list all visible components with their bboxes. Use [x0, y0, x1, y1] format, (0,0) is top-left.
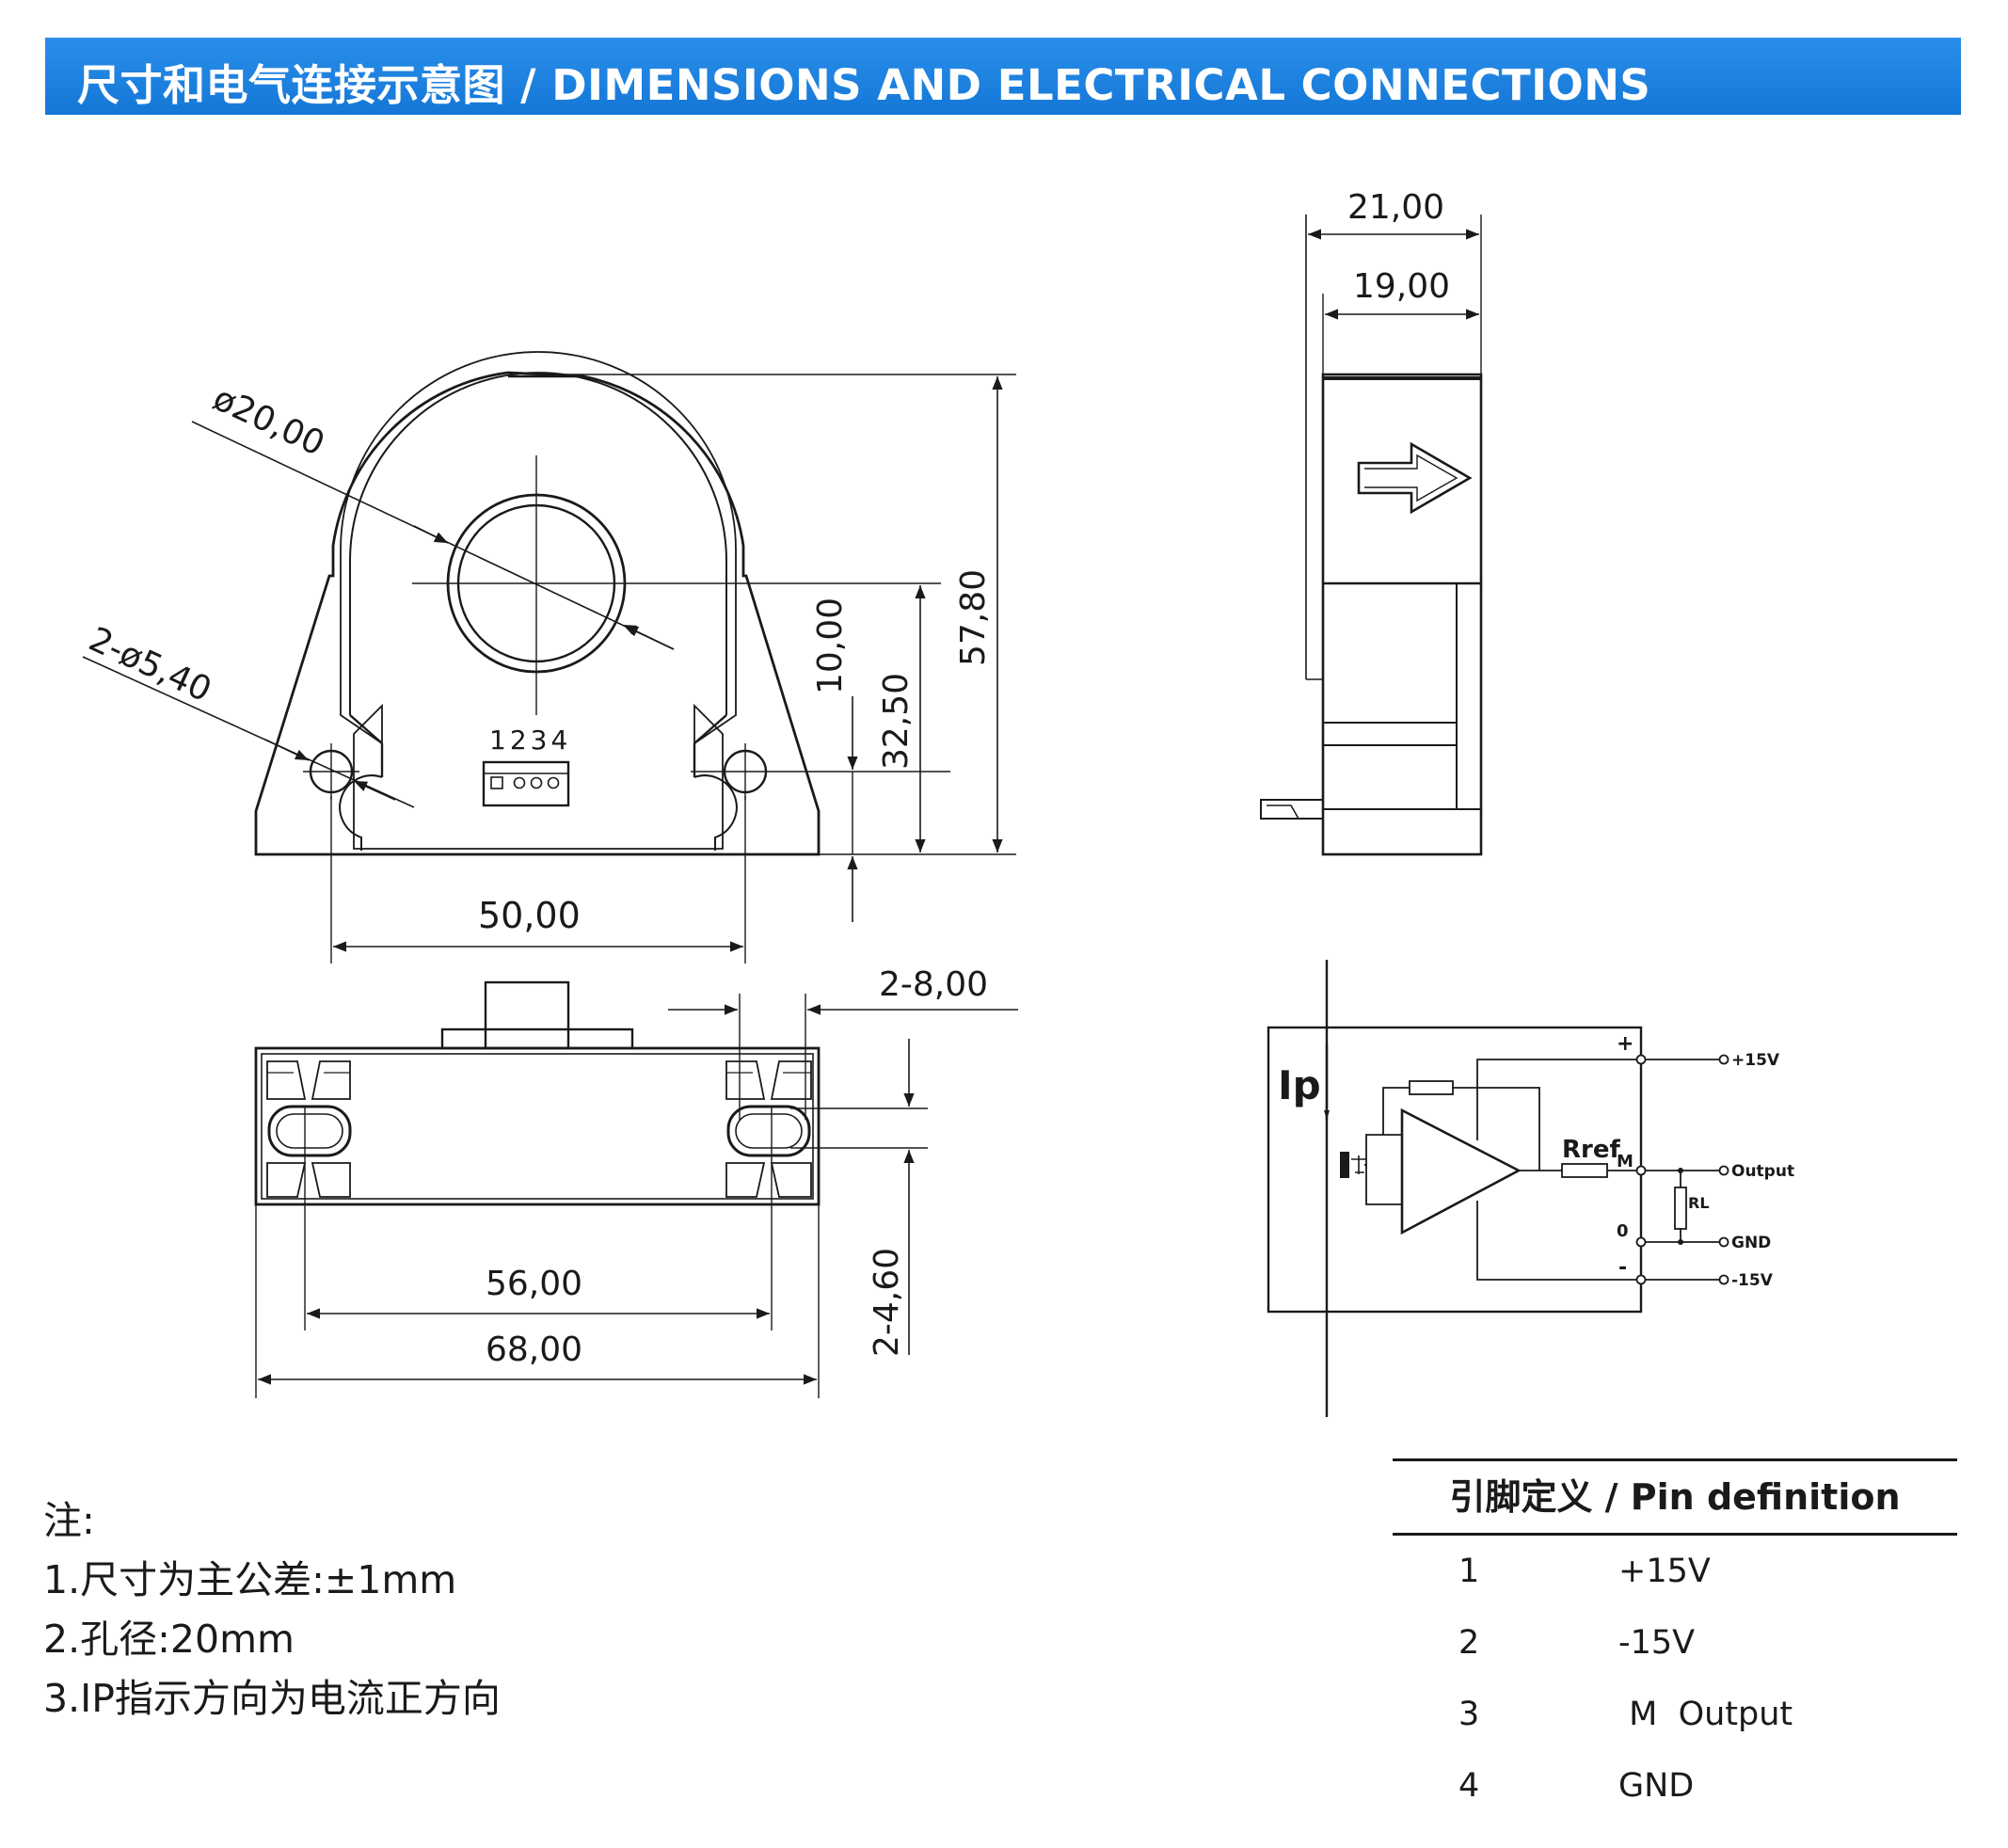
pin-connector: [482, 760, 570, 807]
notes: 注: 1.尺寸为主公差:±1mm 2.孔径:20mm 3.IP指示方向为电流正方…: [43, 1491, 501, 1729]
node-zero: 0: [1617, 1221, 1629, 1241]
bottom-view-labels: 2-8,00 2-4,60 56,00 68,00: [486, 965, 988, 1369]
dim-slot-height: 2-4,60: [868, 1248, 906, 1357]
table-rule: [1393, 1458, 1957, 1461]
note-item: 3.IP指示方向为电流正方向: [43, 1676, 501, 1721]
bottom-body: [254, 1046, 821, 1206]
notes-title: 注:: [43, 1498, 95, 1543]
terminal-output: Output: [1731, 1162, 1794, 1181]
circuit-labels: Ip Rref RL + M 0 - +15V Output GND -15V: [1278, 1032, 1794, 1290]
dim-hole-height: 32,50: [877, 673, 916, 770]
dim-total-height: 57,80: [954, 569, 993, 666]
table-row: 4 GND: [1393, 1750, 1957, 1822]
dim-hole-diameter: ø20,00: [207, 379, 330, 464]
table-row: 2 -15V: [1393, 1607, 1957, 1679]
node-minus: -: [1618, 1256, 1627, 1280]
current-direction-arrow: [1357, 441, 1473, 515]
table-rule: [1393, 1533, 1957, 1536]
dim-center-height: 10,00: [811, 597, 850, 694]
pin-number: 4: [1458, 1767, 1480, 1805]
pin-number: 3: [1458, 1696, 1480, 1733]
node-m: M: [1617, 1152, 1633, 1171]
note-item: 1.尺寸为主公差:±1mm: [43, 1557, 457, 1602]
front-inner-outline: [340, 351, 737, 850]
slot-left: [266, 1060, 352, 1198]
terminal-gnd: GND: [1731, 1234, 1771, 1252]
front-view-labels: ø20,00 2-ø5,40 1234 10,00 32,50 57,80 50…: [83, 379, 993, 936]
terminal-minus15v: -15V: [1731, 1271, 1774, 1290]
terminal-plus15v: +15V: [1731, 1051, 1780, 1070]
dim-total-width: 68,00: [486, 1330, 582, 1369]
table-row: 3 M Output: [1393, 1679, 1957, 1750]
front-view: [82, 351, 1016, 964]
dim-mount-spacing: 50,00: [478, 895, 581, 936]
side-view: [1260, 215, 1483, 856]
side-body: [1321, 373, 1483, 856]
pin-number: 1: [1458, 1553, 1480, 1590]
page-title: 尺寸和电气连接示意图 / DIMENSIONS AND ELECTRICAL C…: [77, 60, 1651, 110]
side-view-labels: 21,00 19,00: [1347, 188, 1450, 306]
dim-body-depth: 19,00: [1353, 267, 1450, 306]
rref-label: Rref: [1562, 1136, 1620, 1164]
pin-numbers: 1234: [489, 725, 571, 756]
table-row: 1 +15V: [1393, 1536, 1957, 1607]
node-plus: +: [1617, 1032, 1633, 1056]
dim-mount-holes: 2-ø5,40: [83, 620, 216, 710]
header-banner: 尺寸和电气连接示意图 / DIMENSIONS AND ELECTRICAL C…: [45, 38, 1961, 115]
pin-table-title: 引脚定义 / Pin definition: [1449, 1476, 1901, 1518]
rl-label: RL: [1688, 1194, 1710, 1212]
pin-number: 2: [1458, 1624, 1480, 1662]
dim-slot-width: 2-8,00: [879, 965, 988, 1004]
pin-function: -15V: [1618, 1624, 1696, 1662]
note-item: 2.孔径:20mm: [43, 1617, 295, 1662]
pin-function: GND: [1618, 1767, 1695, 1805]
dim-slot-spacing: 56,00: [486, 1265, 582, 1303]
circuit-box: [1267, 1026, 1643, 1314]
pin-definition-table: 引脚定义 / Pin definition 1 +15V 2 -15V 3 M …: [1393, 1458, 1957, 1822]
circuit-diagram: [1267, 960, 1729, 1417]
dim-total-depth: 21,00: [1347, 188, 1444, 227]
bottom-view: [254, 980, 1018, 1398]
op-amp: [1400, 1107, 1522, 1235]
pin-function: +15V: [1618, 1553, 1711, 1590]
pin-function: M Output: [1618, 1696, 1793, 1733]
primary-current-label: Ip: [1278, 1062, 1321, 1108]
